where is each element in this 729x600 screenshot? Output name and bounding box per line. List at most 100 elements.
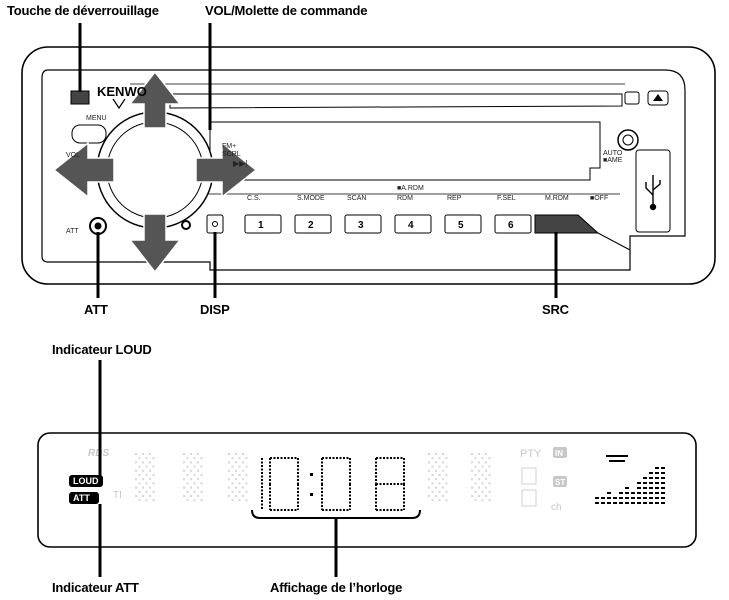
- in-indicator: IN: [555, 449, 563, 458]
- spectrum-bar-segment: [649, 472, 653, 474]
- segment-dot: [235, 453, 237, 455]
- segment-dot: [193, 465, 196, 468]
- segment-dot: [485, 478, 487, 481]
- preset-label: RDM: [397, 195, 413, 202]
- segment-dot: [149, 478, 151, 481]
- segment-dot: [474, 457, 477, 460]
- segment-dot: [193, 482, 196, 485]
- preset-key-2[interactable]: [294, 214, 332, 234]
- callout-clock-display: Affichage de l’horloge: [270, 580, 403, 595]
- segment-dot: [238, 482, 241, 485]
- eq-mark: [606, 455, 628, 457]
- spectrum-bar-segment: [655, 502, 659, 504]
- segment-dot: [471, 495, 473, 497]
- segment-dot: [431, 482, 434, 485]
- segment-dot: [183, 469, 185, 472]
- disp-button[interactable]: [206, 214, 224, 234]
- display-panel: [37, 432, 697, 548]
- spectrum-bar-segment: [625, 497, 629, 499]
- ame-label: ■AME: [603, 157, 623, 164]
- clock-colon: [310, 473, 313, 496]
- spectrum-bar-segment: [637, 502, 641, 504]
- spectrum-bar-segment: [607, 492, 611, 494]
- segment-dot: [242, 453, 244, 455]
- segment-dot: [135, 486, 137, 489]
- segment-dot: [183, 486, 185, 489]
- segment-dot: [231, 499, 234, 502]
- segment-dot: [471, 461, 473, 464]
- segment-dot: [142, 486, 144, 489]
- segment-dot: [242, 486, 244, 489]
- eject-icon: [653, 94, 663, 101]
- segment-dot: [245, 482, 248, 485]
- segment-dot: [442, 453, 444, 455]
- segment-dot: [135, 453, 137, 455]
- segment-dot: [485, 495, 487, 497]
- spectrum-bar-segment: [643, 487, 647, 489]
- segment-dot: [190, 461, 192, 464]
- preset-top-label: ■A.RDM: [397, 185, 424, 192]
- preset-key-3[interactable]: [344, 214, 382, 234]
- preset-key-number: 1: [258, 220, 264, 231]
- spectrum-bar-segment: [637, 487, 641, 489]
- spectrum-bar-segment: [655, 472, 659, 474]
- preset-extra-label: M.RDM: [545, 195, 569, 202]
- segment-dot: [190, 495, 192, 497]
- segment-dot: [471, 486, 473, 489]
- preset-key-number: 4: [408, 220, 414, 231]
- segment-dot: [238, 474, 241, 476]
- segment-dot: [245, 499, 248, 502]
- ch-indicator: ch: [551, 502, 562, 513]
- segment-dot: [442, 461, 444, 464]
- preset-key-1[interactable]: [244, 214, 282, 234]
- segment-dot: [435, 495, 437, 497]
- segment-dot: [245, 465, 248, 468]
- spectrum-bar-segment: [661, 502, 665, 504]
- preset-key-number: 6: [508, 220, 514, 231]
- segment-dot: [485, 469, 487, 472]
- segment-dot: [142, 469, 144, 472]
- segment-dot: [235, 495, 237, 497]
- segment-dot: [471, 453, 473, 455]
- menu-button[interactable]: [71, 124, 107, 144]
- ti-indicator: TI: [113, 490, 122, 501]
- brand-logo: KENWO: [97, 84, 147, 99]
- spectrum-bar-segment: [655, 482, 659, 484]
- segment-dot: [474, 499, 477, 502]
- segment-dot: [197, 478, 199, 481]
- segment-dot: [142, 453, 144, 455]
- spectrum-bar-segment: [643, 477, 647, 479]
- spectrum-bar-segment: [619, 492, 623, 494]
- segment-dot: [428, 461, 430, 464]
- segment-dot: [474, 482, 477, 485]
- segment-dot: [152, 457, 155, 460]
- segment-dot: [438, 465, 441, 468]
- clock-digits: [261, 457, 405, 511]
- segment-dot: [138, 490, 141, 493]
- preset-key-4[interactable]: [394, 214, 432, 234]
- preset-key-number: 2: [308, 220, 314, 231]
- preset-key-6[interactable]: [494, 214, 532, 234]
- segment-dot: [200, 457, 203, 460]
- segment-dot: [471, 478, 473, 481]
- preset-key-5[interactable]: [444, 214, 482, 234]
- segment-dot: [145, 499, 148, 502]
- callout-release-button: Touche de déverrouillage: [7, 3, 159, 18]
- unit-display-window: [209, 121, 601, 181]
- segment-dot: [200, 499, 203, 502]
- segment-dot: [231, 457, 234, 460]
- small-round-button[interactable]: [181, 220, 191, 230]
- segment-dot: [471, 469, 473, 472]
- segment-dot: [485, 486, 487, 489]
- segment-dot: [190, 469, 192, 472]
- spectrum-bar-segment: [649, 487, 653, 489]
- spectrum-bar-segment: [619, 497, 623, 499]
- segment-dot: [138, 499, 141, 502]
- segment-dot: [478, 469, 480, 472]
- segment-dot: [238, 499, 241, 502]
- release-button[interactable]: [70, 90, 90, 105]
- pty-indicator: PTY: [520, 448, 542, 460]
- segment-dot: [245, 474, 248, 476]
- spectrum-bar-segment: [637, 492, 641, 494]
